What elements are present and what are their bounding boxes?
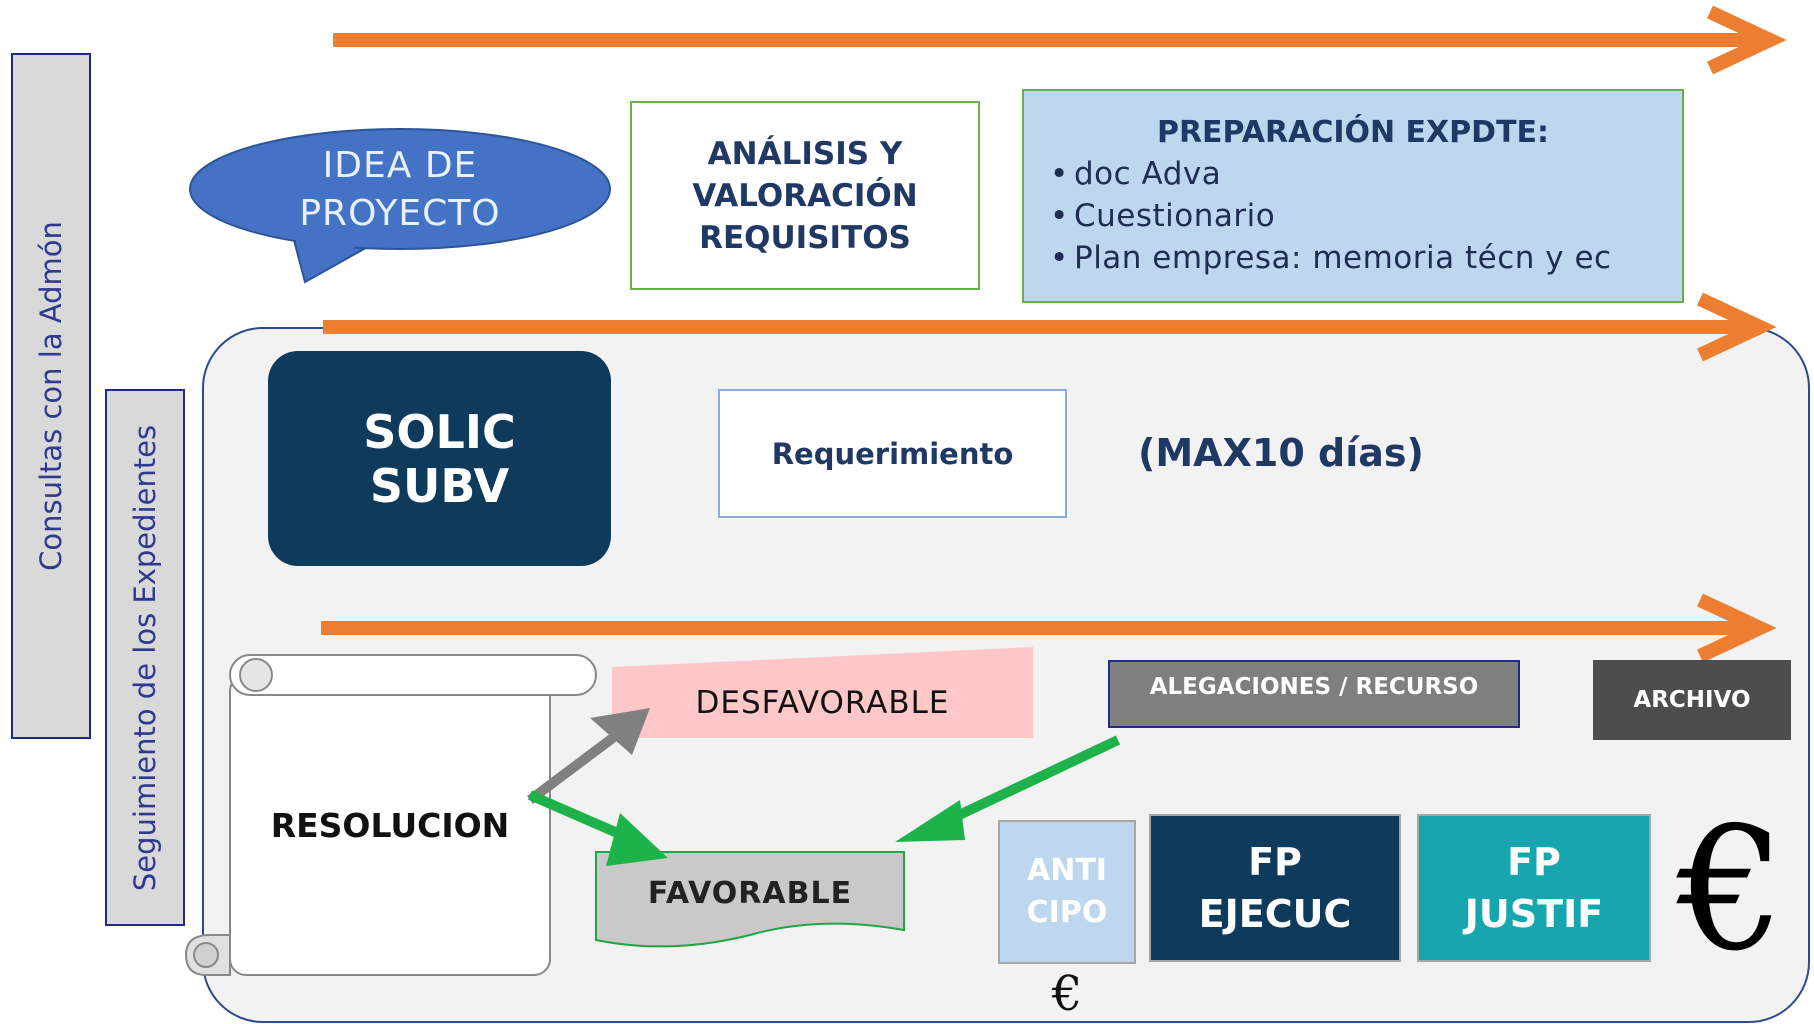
fp-justif-line-1: FP (1507, 840, 1561, 884)
desfavorable-shape (612, 647, 1033, 738)
preparacion-list: doc Adva Cuestionario Plan empresa: memo… (1034, 153, 1682, 279)
analisis-line-1: ANÁLISIS Y (707, 135, 903, 172)
alegaciones-box: ALEGACIONES / RECURSO (1108, 660, 1520, 728)
fp-ejecuc-line-1: FP (1248, 840, 1302, 884)
fp-ejecuc-line-2: EJECUC (1198, 892, 1352, 936)
fp-justif-line-2: JUSTIF (1464, 892, 1604, 936)
anticipo-line-1: ANTI (1027, 853, 1107, 888)
green-arrow-1 (528, 790, 668, 866)
analisis-line-2: VALORACIÓN (692, 177, 918, 214)
max-dias-label: (MAX10 días) (1138, 431, 1424, 475)
preparacion-item: Plan empresa: memoria técn y ec (1034, 237, 1682, 279)
euro-small-icon: € (1051, 966, 1083, 1022)
idea-text: IDEA DE PROYECTO (210, 135, 590, 245)
idea-line-1: IDEA DE (322, 145, 478, 186)
green-arrow-2 (895, 735, 1121, 842)
desfavorable-label: DESFAVORABLE (695, 685, 950, 721)
fp-justif-box: FP JUSTIF (1417, 814, 1651, 962)
preparacion-title: PREPARACIÓN EXPDTE: (1156, 115, 1550, 150)
preparacion-item: Cuestionario (1034, 195, 1682, 237)
seguimiento-label: Seguimiento de los Expedientes (128, 424, 163, 891)
anticipo-line-2: CIPO (1026, 895, 1108, 930)
idea-bubble (189, 128, 611, 284)
preparacion-box: PREPARACIÓN EXPDTE: doc Adva Cuestionari… (1022, 89, 1684, 303)
requerimiento-box: Requerimiento (718, 389, 1067, 518)
seguimiento-bar: Seguimiento de los Expedientes (105, 389, 185, 926)
preparacion-item: doc Adva (1034, 153, 1682, 195)
archivo-box: ARCHIVO (1593, 660, 1791, 740)
analisis-line-3: REQUISITOS (699, 219, 911, 256)
anticipo-box: ANTI CIPO (998, 820, 1136, 964)
fp-ejecuc-box: FP EJECUC (1149, 814, 1401, 962)
favorable-shape (595, 851, 905, 948)
orange-arrow-2 (323, 292, 1777, 362)
consultas-bar: Consultas con la Admón (11, 53, 91, 739)
solic-line-2: SUBV (369, 458, 510, 513)
consultas-label: Consultas con la Admón (34, 221, 69, 571)
analisis-box: ANÁLISIS Y VALORACIÓN REQUISITOS (630, 101, 980, 290)
gray-arrow (527, 708, 650, 804)
solic-line-1: SOLIC (363, 404, 516, 459)
favorable-label: FAVORABLE (647, 875, 853, 911)
euro-large-icon: € (1676, 791, 1786, 989)
orange-arrow-1 (333, 5, 1787, 75)
idea-line-2: PROYECTO (299, 193, 501, 234)
orange-arrow-3 (321, 593, 1777, 663)
resolucion-label: RESOLUCION (270, 805, 510, 845)
solic-subv-box: SOLIC SUBV (268, 351, 611, 566)
resolucion-scroll (184, 654, 597, 976)
